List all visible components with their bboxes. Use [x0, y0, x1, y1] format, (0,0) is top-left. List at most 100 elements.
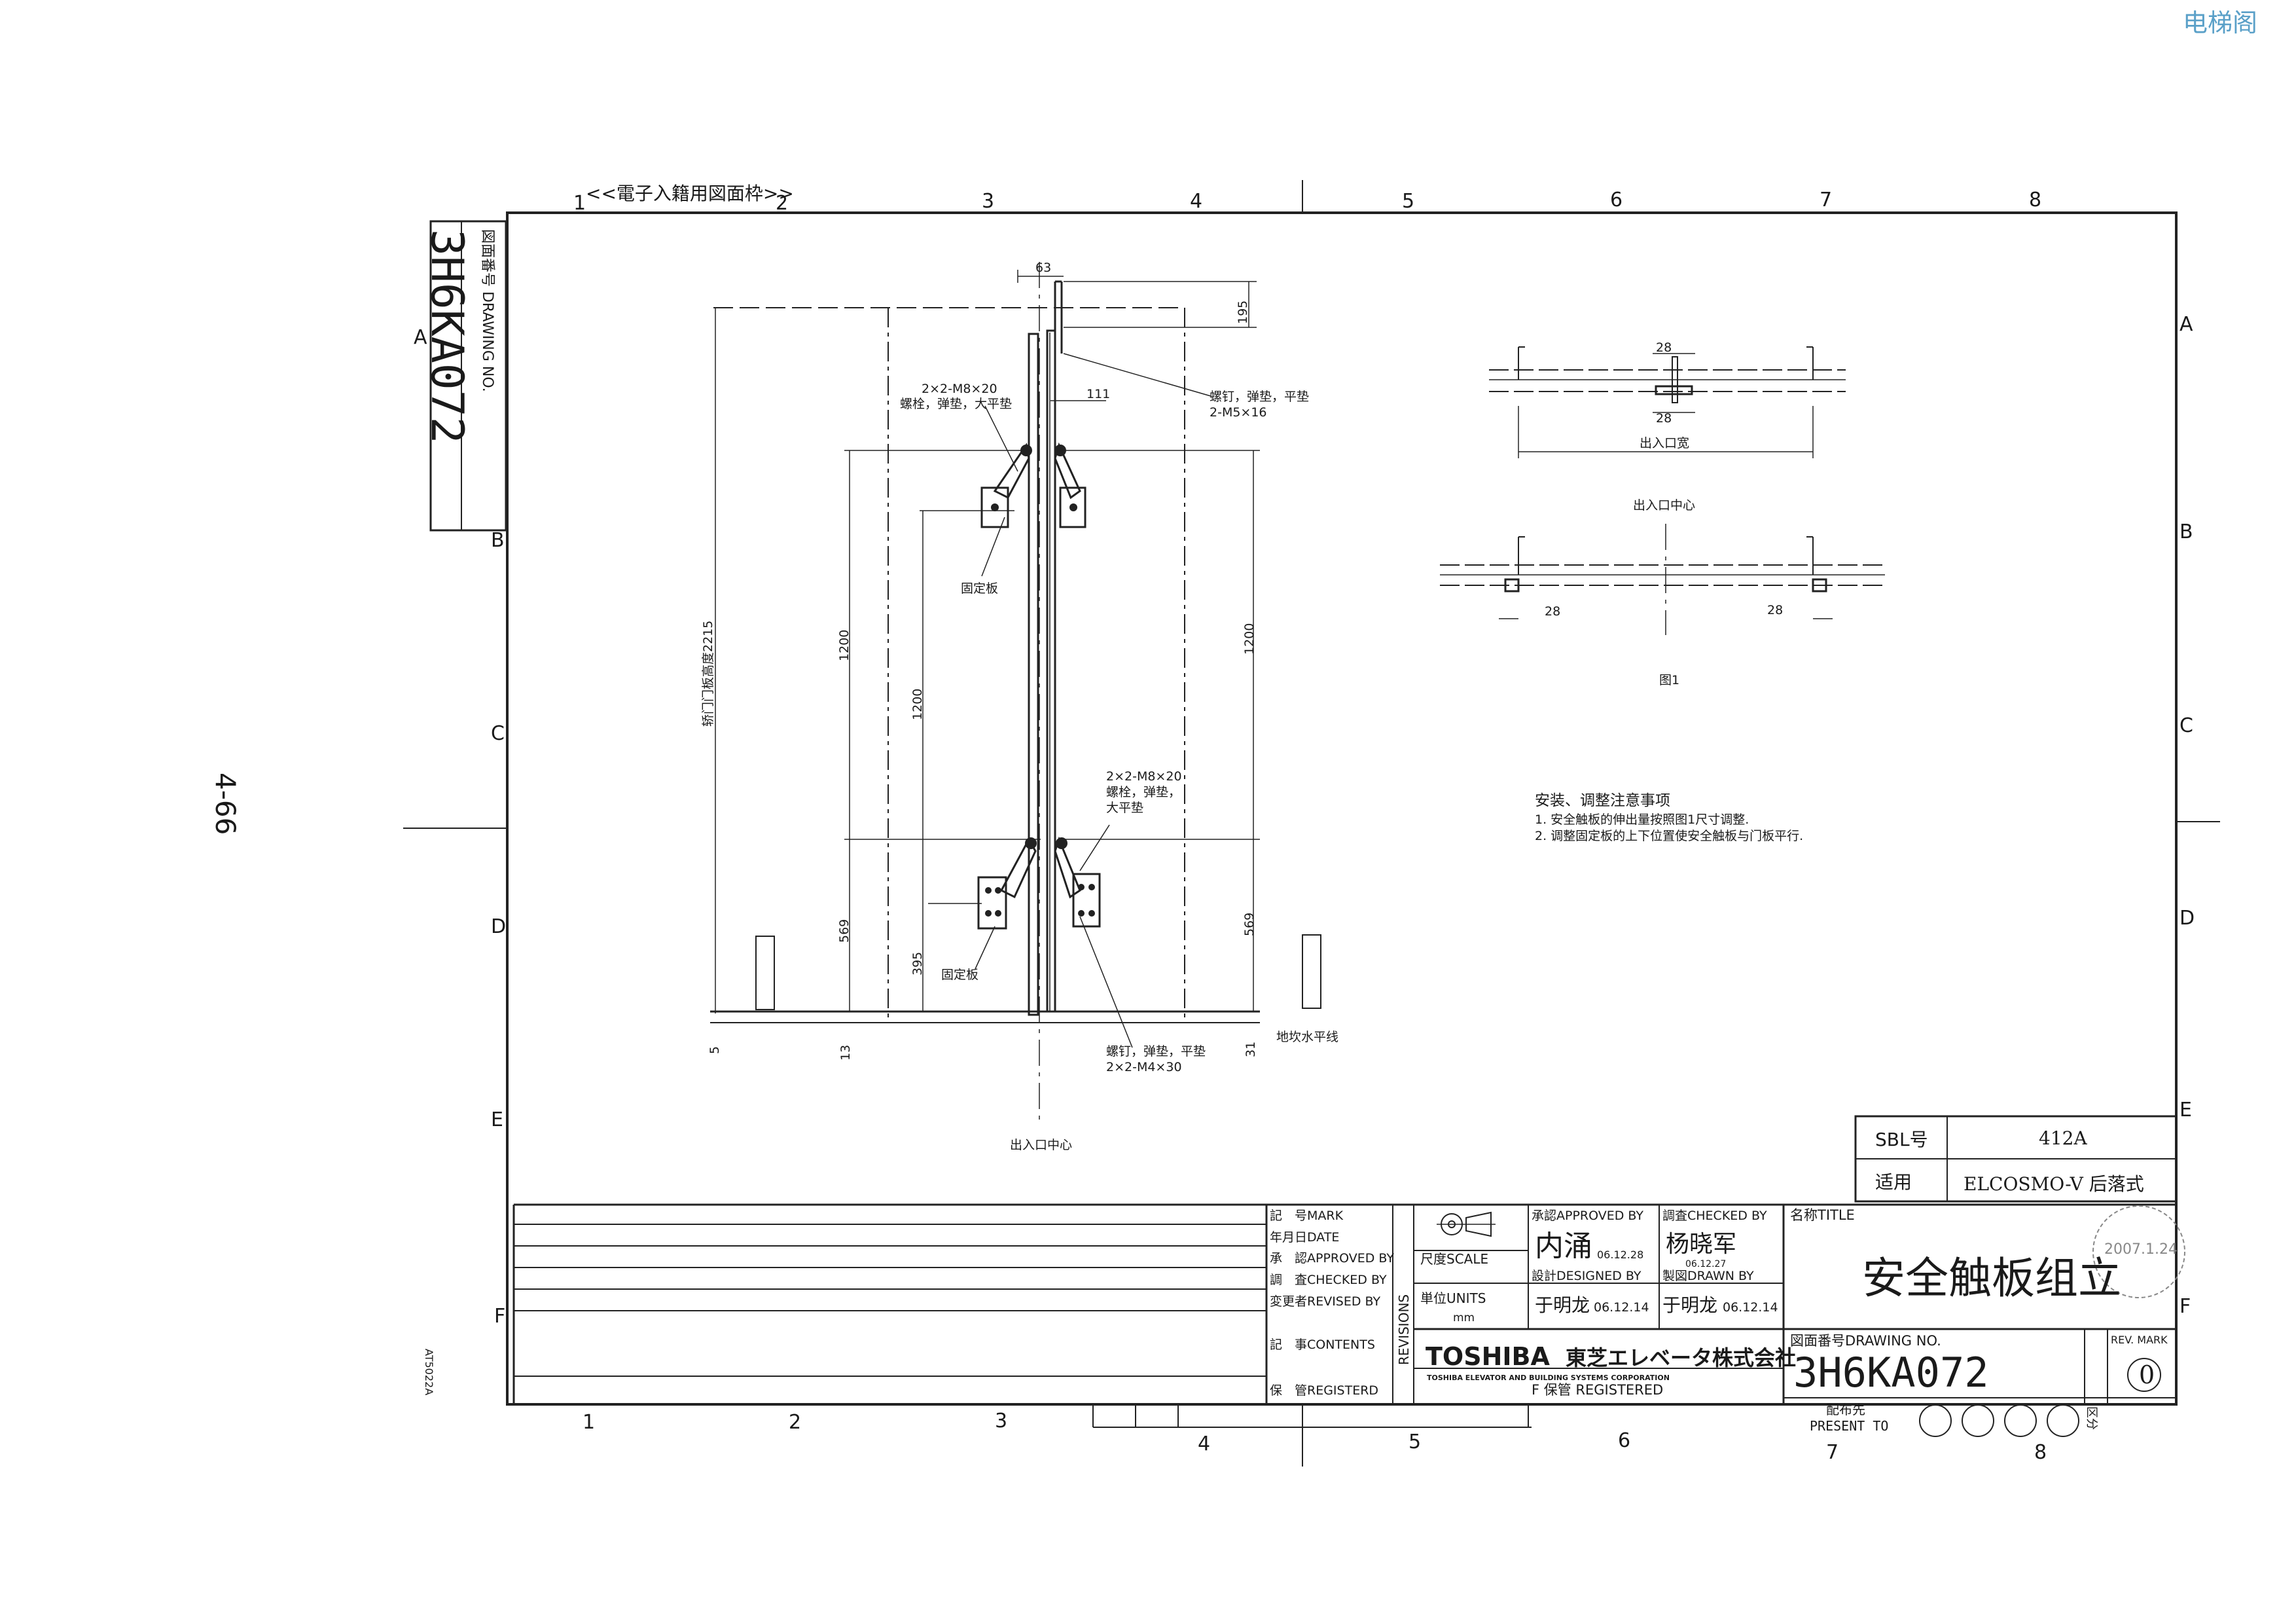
checkedby-sign: 杨晓军: [1666, 1231, 1736, 1258]
note-lower-bolts-2: 螺栓，弹垫，: [1106, 785, 1181, 799]
dim-1200-right: 1200: [1242, 623, 1257, 655]
zone-row-d: D: [491, 915, 506, 938]
zone-col-3: 3: [982, 190, 994, 213]
zone-col-6-bottom: 6: [1618, 1429, 1630, 1452]
drawing-number-caption: 図面番号 DRAWING NO.: [479, 229, 495, 392]
entrance-center-label: 出入口中心: [1010, 1138, 1072, 1152]
sbl-value: 412A: [2039, 1127, 2087, 1149]
zone-row-b: B: [491, 529, 505, 552]
units-value: mm: [1453, 1311, 1475, 1324]
zone-col-8-bottom: 8: [2034, 1441, 2047, 1464]
zone-col-5: 5: [1402, 190, 1414, 213]
front-view-labels: 63 195 111 1200 1200 1200 569 395 569 5 …: [701, 261, 1338, 1152]
zone-row-e: E: [491, 1108, 503, 1131]
note-top-screw-1: 螺钉，弹垫，平垫: [1210, 390, 1309, 404]
dim-28-d: 28: [1767, 603, 1783, 617]
dim-195: 195: [1236, 301, 1250, 324]
zone-row-e-right: E: [2179, 1099, 2192, 1122]
note-top-screw-2: 2-M5×16: [1210, 405, 1267, 420]
pit-level-label: 地坎水平线: [1276, 1030, 1338, 1044]
zone-col-2-bottom: 2: [789, 1411, 801, 1434]
watermark: 电梯阁: [2183, 9, 2257, 37]
dim-111: 111: [1086, 387, 1110, 401]
zone-row-f: F: [494, 1305, 505, 1328]
side-code: AT5022A: [423, 1349, 435, 1395]
revisions-label: REVISIONS: [1396, 1294, 1412, 1365]
company-logo: TOSHIBA: [1426, 1342, 1550, 1371]
frame-caption: <<電子入籍用図面枠>>: [586, 183, 794, 204]
approvedby-date: 06.12.28: [1597, 1249, 1643, 1261]
note-bottom-screw-1: 螺钉，弹垫，平垫: [1106, 1044, 1206, 1059]
units-label: 単位UNITS: [1420, 1290, 1486, 1306]
dim-1200-left: 1200: [837, 630, 852, 661]
designedby-name: 于明龙: [1535, 1294, 1590, 1316]
note-bottom-screw-2: 2×2-M4×30: [1106, 1060, 1182, 1074]
title-value: 安全触板组立: [1862, 1253, 2121, 1304]
plan-view: [1440, 346, 1885, 635]
apply-value: ELCOSMO-V 后落式: [1964, 1173, 2144, 1195]
zone-col-7-bottom: 7: [1826, 1441, 1839, 1464]
zone-markers: 1 2 3 4 5 6 7 8 1 2 3 4 5 6 7 8 A B C D …: [414, 189, 2195, 1464]
dim-1200-inner: 1200: [910, 689, 925, 720]
zone-col-1: 1: [573, 192, 586, 215]
registered-box-label: F 保管 REGISTERED: [1532, 1382, 1663, 1398]
dim-395: 395: [910, 952, 925, 976]
page-number: 4-66: [209, 773, 242, 835]
entrance-width-label: 出入口宽: [1640, 436, 1689, 450]
drawing-number-vertical: 3H6KA072: [421, 229, 473, 444]
drawnby-name: 于明龙: [1662, 1294, 1717, 1316]
registered-label: 保 管REGISTERD: [1270, 1383, 1378, 1398]
title-block: [512, 1115, 2185, 1437]
plan-entrance-center-label: 出入口中心: [1633, 498, 1695, 513]
apply-label: 适用: [1875, 1171, 1912, 1193]
rev-value: 0: [2139, 1360, 2155, 1389]
sbl-label: SBL号: [1875, 1129, 1928, 1150]
zone-col-2: 2: [776, 192, 788, 215]
notes-line-2: 2. 调整固定板的上下位置使安全触板与门板平行.: [1535, 829, 1803, 843]
notes-heading: 安装、调整注意事项: [1535, 792, 1670, 809]
date-label: 年月日DATE: [1270, 1230, 1339, 1245]
approvedby-label: 承認APPROVED BY: [1532, 1209, 1643, 1223]
zone-col-6: 6: [1610, 189, 1623, 211]
zone-row-f-right: F: [2179, 1295, 2191, 1318]
dim-28-b: 28: [1656, 411, 1672, 426]
checkedby-label: 調査CHECKED BY: [1662, 1209, 1767, 1223]
zone-row-a: A: [414, 326, 427, 349]
zone-row-a-right: A: [2179, 313, 2193, 336]
present-to: PRESENT TO: [1810, 1418, 1888, 1434]
dim-28-c: 28: [1545, 604, 1560, 619]
mark-label: 記 号MARK: [1270, 1209, 1344, 1223]
dim-5: 5: [708, 1046, 722, 1054]
dim-28-a: 28: [1656, 340, 1672, 355]
note-upper-bolts-2: 螺栓，弹垫，大平垫: [900, 397, 1012, 411]
title-label: 名称TITLE: [1790, 1207, 1855, 1223]
zone-row-c: C: [491, 722, 505, 745]
zone-row-c-right: C: [2179, 714, 2193, 737]
designedby-date: 06.12.14: [1594, 1300, 1649, 1315]
company-name-en: TOSHIBA ELEVATOR AND BUILDING SYSTEMS CO…: [1427, 1374, 1670, 1382]
company-name-jp: 東芝エレベータ株式会社: [1566, 1345, 1796, 1370]
title-block-labels: SBL号 412A 适用 ELCOSMO-V 后落式 記 号MARK 年月日DA…: [1270, 1127, 2178, 1434]
drawnby-date: 06.12.14: [1723, 1300, 1778, 1315]
dim-31: 31: [1244, 1042, 1258, 1057]
zone-row-d-right: D: [2179, 907, 2195, 930]
zone-col-1-bottom: 1: [583, 1411, 595, 1434]
drawing-no-value: 3H6KA072: [1793, 1349, 1989, 1396]
revised-label: 変更者REVISED BY: [1270, 1294, 1381, 1309]
installation-notes: 安装、调整注意事项 1. 安全触板的伸出量按照图1尺寸调整. 2. 调整固定板的…: [1535, 792, 1803, 843]
note-upper-bolts-1: 2×2-M8×20: [922, 382, 997, 396]
notes-line-1: 1. 安全触板的伸出量按照图1尺寸调整.: [1535, 812, 1749, 827]
fixing-plate-upper: 固定板: [961, 581, 998, 596]
drawing-number-box: 図面番号 DRAWING NO. 3H6KA072: [421, 220, 507, 532]
rev-label: REV. MARK: [2111, 1334, 2168, 1346]
dim-13: 13: [838, 1045, 853, 1061]
door-height-label: 轿门门板高度2215: [701, 621, 715, 727]
dim-569-right: 569: [1242, 913, 1257, 936]
fixing-plate-lower: 固定板: [941, 968, 978, 982]
zone-col-4: 4: [1190, 190, 1202, 213]
present-label: 配布先: [1826, 1402, 1865, 1417]
approved-label: 承 認APPROVED BY: [1270, 1251, 1394, 1266]
drawnby-label: 製図DRAWN BY: [1662, 1269, 1754, 1283]
scale-label: 尺度SCALE: [1420, 1251, 1488, 1267]
